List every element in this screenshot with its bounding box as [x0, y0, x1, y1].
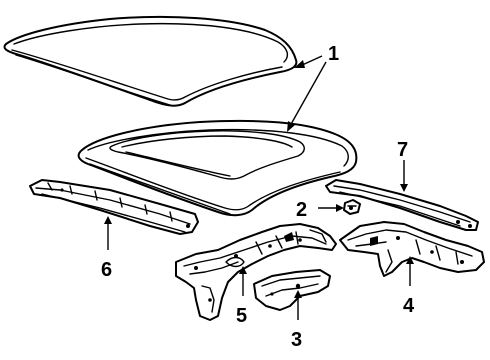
callout-2: 2: [296, 199, 307, 221]
callout-5: 5: [236, 305, 247, 327]
nut-clip: [343, 199, 361, 215]
front-header-rail: [29, 179, 199, 235]
right-roof-reinforcement: [339, 221, 485, 277]
leader-lines: [104, 55, 414, 320]
callout-7: 7: [397, 139, 408, 161]
roof-panel-with-opening: [77, 119, 358, 217]
callout-4: 4: [403, 295, 415, 317]
left-roof-reinforcement: [175, 223, 337, 321]
roof-outer-panel: [3, 15, 298, 107]
callout-1: 1: [328, 43, 339, 65]
callout-3: 3: [291, 329, 302, 351]
rear-header-rail: [325, 179, 479, 231]
center-bracket: [253, 269, 331, 311]
callout-6: 6: [101, 259, 112, 281]
